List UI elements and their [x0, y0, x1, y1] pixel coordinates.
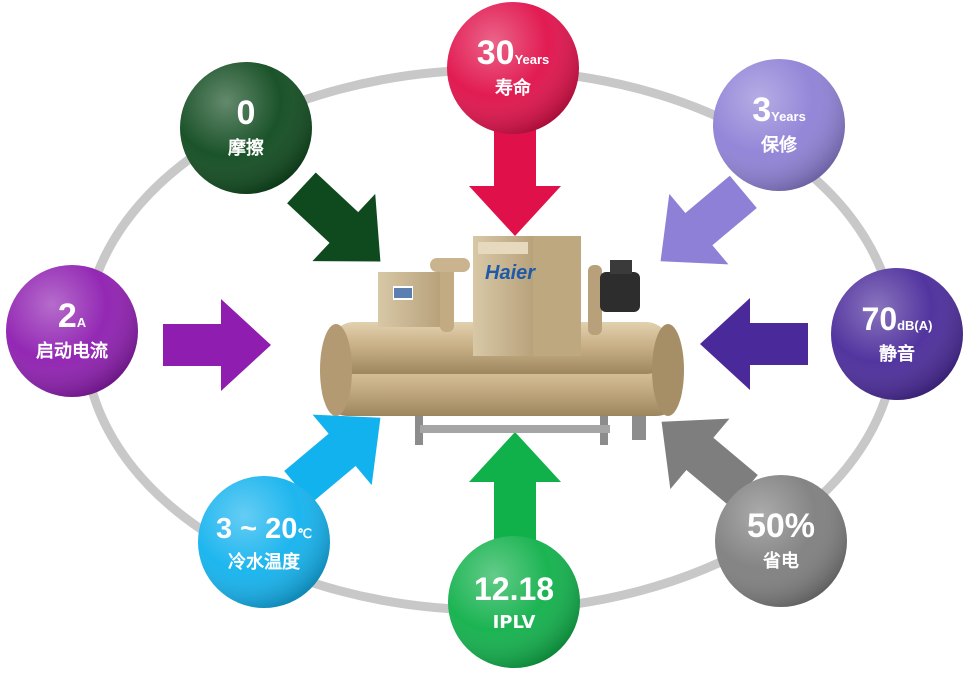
value-text: 0 [237, 94, 256, 132]
arrow-from-iplv [469, 432, 561, 540]
arrow-from-warranty [660, 175, 757, 265]
arrow-from-current [163, 299, 271, 391]
feature-value: 70 [862, 301, 898, 337]
arrow-from-water [284, 414, 381, 504]
brand-logo: Haier [485, 262, 536, 284]
arrow-from-friction [287, 172, 381, 262]
arrow-from-saving [661, 418, 758, 508]
feature-value: 3 [752, 91, 771, 129]
feature-label: 寿命 [495, 77, 532, 99]
feature-bubble-iplv: 12.18 IPLV [448, 536, 580, 668]
feature-bubble-current: 2A 启动电流 [6, 265, 138, 397]
value-text: 2A [58, 297, 87, 335]
feature-bubble-lifespan: 30Years 寿命 [447, 2, 579, 134]
feature-unit: Years [771, 109, 806, 124]
value-text: 3 ~ 20℃ [216, 513, 312, 545]
feature-label: 启动电流 [36, 340, 108, 362]
value-text: 3Years [752, 91, 806, 129]
feature-value: 30 [477, 34, 515, 72]
feature-label: 冷水温度 [228, 551, 301, 573]
feature-bubble-water: 3 ~ 20℃ 冷水温度 [198, 476, 330, 608]
feature-value: 0 [237, 94, 256, 132]
feature-bubble-noise: 70dB(A) 静音 [831, 268, 963, 400]
feature-value: 3 ~ 20 [216, 513, 297, 545]
feature-value: 12.18 [474, 571, 554, 607]
feature-label: 摩擦 [228, 137, 264, 159]
feature-unit: dB(A) [897, 318, 932, 333]
feature-label: 静音 [879, 343, 915, 365]
feature-bubble-saving: 50% 省电 [715, 475, 847, 607]
chiller-unit-icon: Haier [320, 236, 684, 445]
feature-label: 保修 [760, 134, 798, 156]
feature-unit: A [77, 315, 87, 330]
value-text: 12.18 [474, 571, 554, 607]
feature-value: 50% [747, 507, 815, 545]
feature-bubble-friction: 0 摩擦 [180, 62, 312, 194]
arrow-from-noise [700, 298, 808, 390]
value-text: 70dB(A) [862, 301, 933, 337]
value-text: 30Years [477, 34, 550, 72]
feature-label: 省电 [762, 550, 799, 572]
feature-unit: ℃ [297, 526, 312, 541]
value-text: 50% [747, 507, 815, 545]
arrow-from-lifespan [469, 128, 561, 236]
feature-unit: Years [515, 52, 550, 67]
feature-bubble-warranty: 3Years 保修 [713, 59, 845, 191]
feature-value: 2 [58, 297, 77, 335]
feature-label: IPLV [493, 612, 536, 633]
